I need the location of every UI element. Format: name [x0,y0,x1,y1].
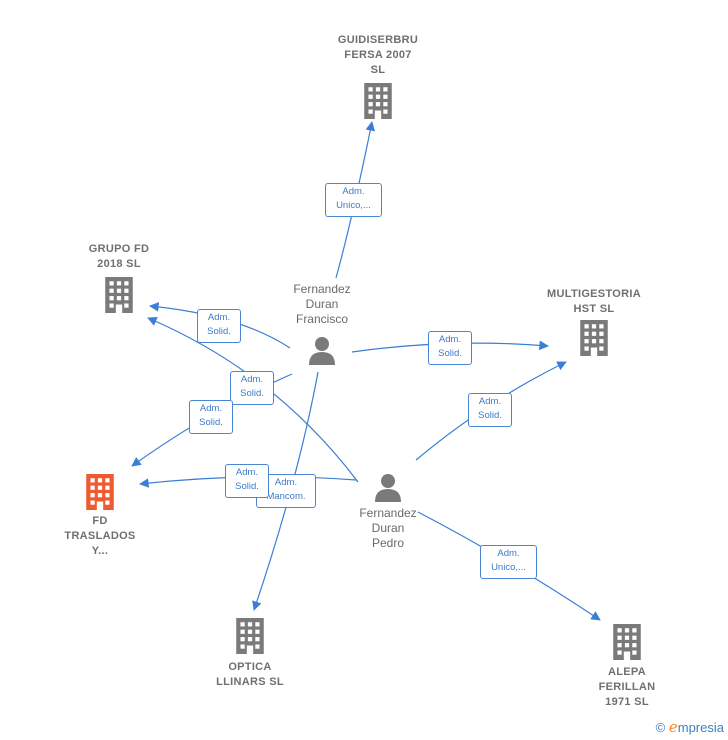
edge-label-adm-solid[interactable]: Adm. Solid. [189,400,233,434]
company-multigestoria[interactable]: MULTIGESTORIA HST SL [534,287,654,356]
company-fd-traslados[interactable]: FD TRASLADOS Y... [40,474,160,559]
edge-label-adm-mancom[interactable]: Adm. Mancom. [256,474,316,508]
company-name: FD TRASLADOS Y... [64,515,136,557]
company-name: OPTICA LLINARS SL [216,661,284,688]
building-icon [236,618,264,654]
company-guidiserbru[interactable]: GUIDISERBRU FERSA 2007 SL [318,33,438,119]
building-icon [86,474,114,510]
brand-watermark: © empresia [656,718,724,736]
company-name: GRUPO FD 2018 SL [88,243,150,270]
company-name: MULTIGESTORIA HST SL [547,288,641,315]
company-name: GUIDISERBRU FERSA 2007 SL [337,34,419,76]
building-icon [364,83,392,119]
person-name: Fernandez Duran Francisco [293,282,351,326]
person-icon [309,337,335,365]
company-alepa-ferillan[interactable]: ALEPA FERILLAN 1971 SL [567,624,687,710]
company-optica-llinars[interactable]: OPTICA LLINARS SL [190,618,310,690]
brand-name: mpresia [677,720,724,735]
edge-label-adm-solid[interactable]: Adm. Solid. [225,464,269,498]
company-grupo-fd[interactable]: GRUPO FD 2018 SL [59,242,179,313]
edge-label-adm-solid[interactable]: Adm. Solid. [428,331,472,365]
company-name: ALEPA FERILLAN 1971 SL [598,666,656,708]
building-icon [613,624,641,660]
building-icon [580,320,608,356]
person-icon [375,474,401,502]
edge-label-adm-solid[interactable]: Adm. Solid. [230,371,274,405]
building-icon [105,277,133,313]
edge-label-adm-unico[interactable]: Adm. Unico,... [325,183,382,217]
edge-label-adm-solid[interactable]: Adm. Solid. [197,309,241,343]
brand-initial: e [668,718,678,736]
edge-label-adm-unico[interactable]: Adm. Unico,... [480,545,537,579]
person-name: Fernandez Duran Pedro [359,506,417,550]
person-fernandez-duran-pedro[interactable]: Fernandez Duran Pedro [338,472,438,551]
edge-label-adm-solid[interactable]: Adm. Solid. [468,393,512,427]
person-fernandez-duran-francisco[interactable]: Fernandez Duran Francisco [272,282,372,365]
copyright-icon: © [655,720,666,735]
